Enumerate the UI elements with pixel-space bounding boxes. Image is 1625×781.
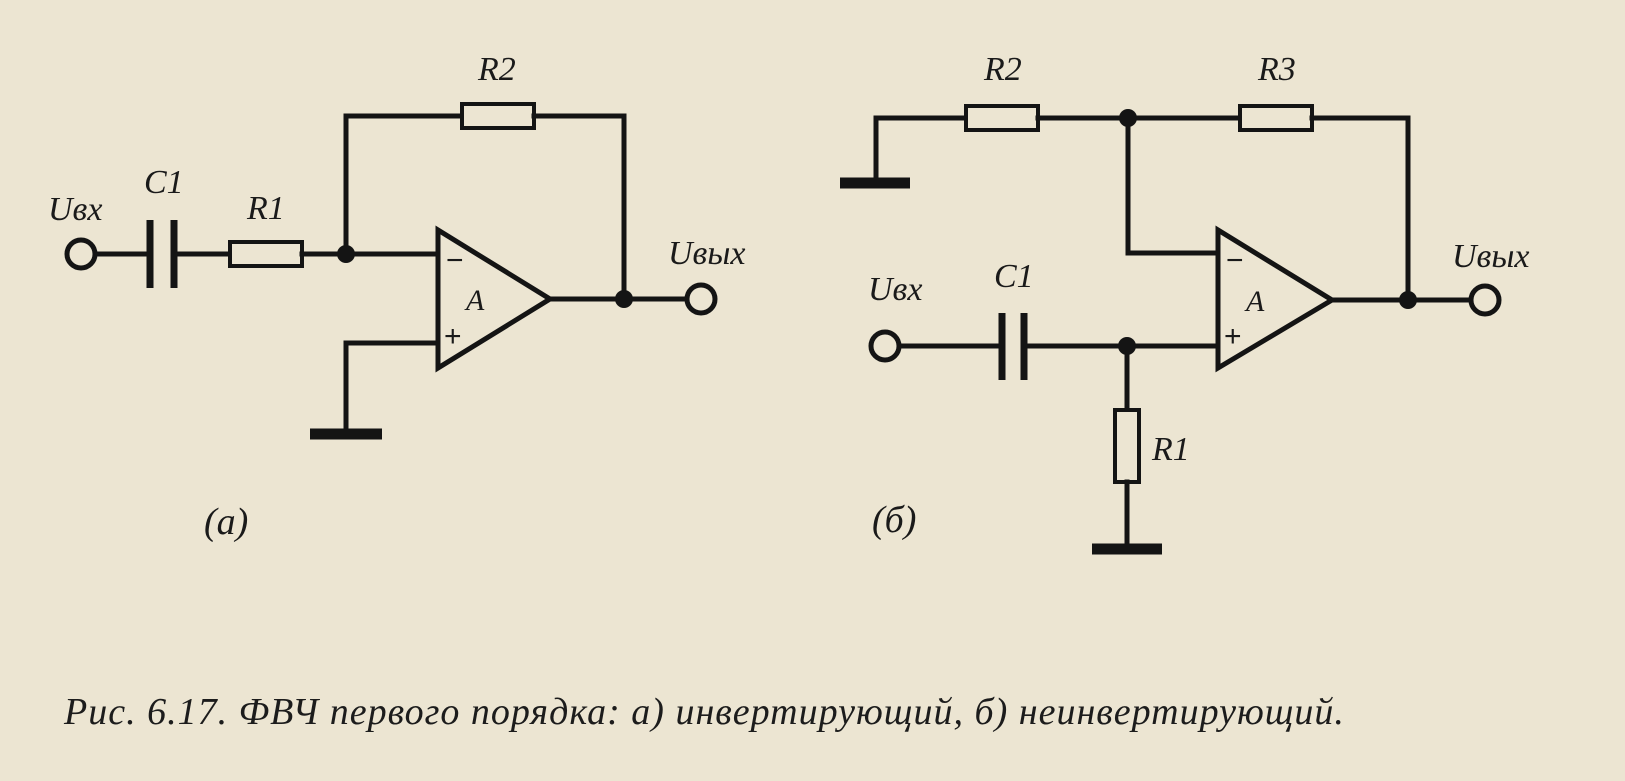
- b-minus-sign: −: [1226, 244, 1244, 277]
- b-output-label: Uвых: [1452, 238, 1529, 275]
- b-wire-node-minus: [1125, 115, 1221, 256]
- b-node-top-junction: [1119, 109, 1137, 127]
- b-r3-label: R3: [1257, 51, 1296, 88]
- b-r1-resistor: [1113, 408, 1141, 484]
- b-panel-label: (б): [872, 499, 916, 541]
- a-c1-label: C1: [144, 164, 184, 201]
- a-wire-feedback-left: [343, 113, 465, 257]
- b-input-terminal: [868, 329, 902, 363]
- a-input-label: Uвх: [48, 191, 102, 228]
- a-opamp-label: A: [464, 284, 485, 317]
- a-plus-sign: +: [444, 320, 462, 353]
- a-r1-label: R1: [246, 190, 285, 227]
- b-node-plus-junction: [1118, 337, 1136, 355]
- a-opamp-triangle: [435, 225, 555, 373]
- circuit-b: Uвх C1 R1 R2 R3 Uвых A − + (б): [840, 51, 1529, 555]
- a-input-terminal: [64, 237, 98, 271]
- b-input-label: Uвх: [868, 271, 922, 308]
- b-opamp-triangle: [1215, 225, 1337, 373]
- b-wire-r3-output: [1309, 115, 1411, 303]
- a-minus-sign: −: [446, 244, 464, 277]
- a-r2-resistor: [460, 102, 536, 130]
- circuit-a: Uвх C1 R1 R2 Uвых A − + (а): [48, 51, 745, 543]
- a-wire-feedback-right: [531, 113, 627, 302]
- figure-caption: Рис. 6.17. ФВЧ первого порядка: а) инвер…: [64, 691, 1345, 733]
- b-r2-label: R2: [983, 51, 1022, 88]
- b-r3-resistor: [1238, 104, 1314, 132]
- b-r1-label: R1: [1151, 431, 1190, 468]
- b-opamp-label: A: [1244, 285, 1265, 318]
- b-node-output-junction: [1399, 291, 1417, 309]
- a-output-terminal: [684, 282, 718, 316]
- a-wire-plus-ground: [343, 340, 441, 437]
- a-r1-resistor: [228, 240, 304, 268]
- b-r2-resistor: [964, 104, 1040, 132]
- b-wire-ground-stub: [873, 115, 969, 186]
- a-node-output-junction: [615, 290, 633, 308]
- b-output-terminal: [1468, 283, 1502, 317]
- a-panel-label: (а): [204, 501, 248, 543]
- b-plus-sign: +: [1224, 320, 1242, 353]
- b-c1-label: C1: [994, 258, 1034, 295]
- a-output-label: Uвых: [668, 235, 745, 272]
- a-node-input-junction: [337, 245, 355, 263]
- a-r2-label: R2: [477, 51, 516, 88]
